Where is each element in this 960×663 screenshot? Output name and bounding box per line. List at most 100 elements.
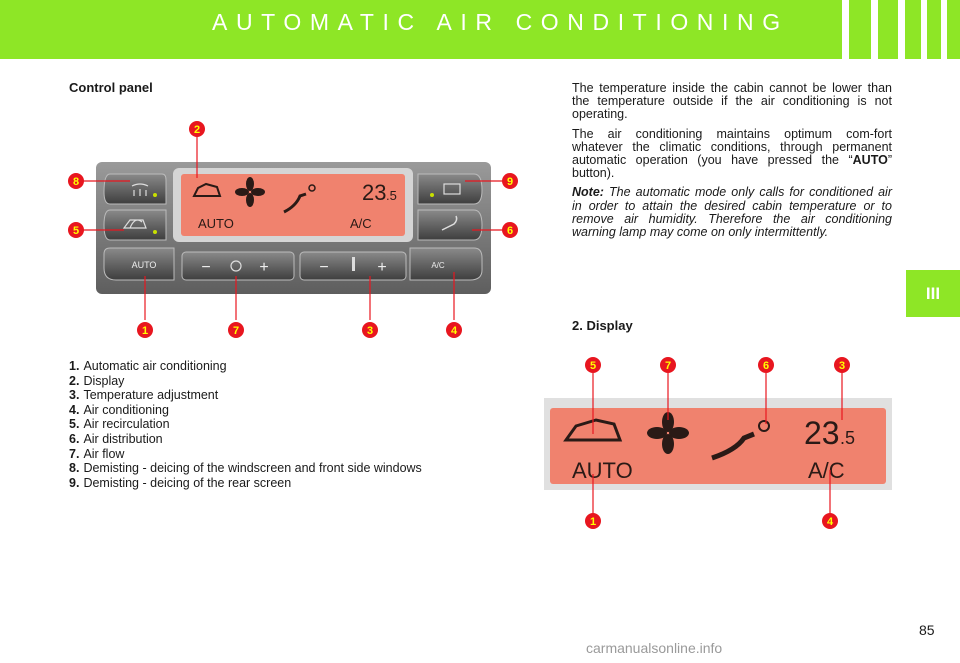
- legend-list: 1.Automatic air conditioning 2.Display 3…: [69, 359, 422, 490]
- legend-item: 1.Automatic air conditioning: [69, 359, 227, 373]
- section-tab[interactable]: III: [906, 270, 960, 317]
- lcd-icons: 23 .5 AUTO A/C: [192, 177, 397, 231]
- legend-item: 8.Demisting - deicing of the windscreen …: [69, 461, 422, 476]
- seat-icon: [711, 431, 755, 461]
- legend-item: 2.Display: [69, 373, 125, 388]
- auto-button-label: AUTO: [132, 260, 157, 270]
- indicator-lamp: [430, 193, 434, 197]
- svg-text:4: 4: [827, 516, 834, 528]
- air-distribution-icon: [441, 215, 458, 231]
- fan-icon: [235, 177, 265, 207]
- callout-4: 4: [446, 322, 462, 338]
- callout-7: 7: [660, 357, 676, 373]
- display-illustration: 23 .5 AUTO A/C 5 7 6 3 1 4: [544, 357, 892, 529]
- legend-item: 5.Air recirculation: [69, 417, 170, 432]
- fan-speed-rocker[interactable]: − +: [181, 251, 295, 281]
- lcd-auto-label: AUTO: [198, 216, 234, 231]
- svg-text:5: 5: [590, 360, 596, 372]
- callout-1: 1: [585, 513, 601, 529]
- legend-item: 6.Air distribution: [69, 431, 163, 446]
- auto-button[interactable]: AUTO: [103, 247, 175, 281]
- svg-text:9: 9: [507, 176, 513, 188]
- callout-3: 3: [834, 357, 850, 373]
- temperature-rocker[interactable]: − +: [299, 251, 407, 281]
- callout-2: 2: [189, 121, 205, 137]
- page-header-band: AUTOMATIC AIR CONDITIONING: [0, 0, 960, 59]
- indicator-lamp: [153, 193, 157, 197]
- legend-item: 4.Air conditioning: [69, 402, 169, 417]
- callout-3: 3: [362, 322, 378, 338]
- callout-8: 8: [68, 173, 84, 189]
- svg-text:4: 4: [451, 325, 458, 337]
- svg-text:8: 8: [73, 176, 79, 188]
- legend-item: 3.Temperature adjustment: [69, 388, 219, 403]
- minus-icon: −: [319, 259, 328, 276]
- occupant-head-icon: [758, 420, 770, 432]
- rear-demist-icon: [443, 183, 461, 195]
- header-stripe: [898, 0, 905, 59]
- svg-text:5: 5: [73, 225, 79, 237]
- control-panel-heading: Control panel: [69, 80, 153, 95]
- display-screen: [550, 408, 886, 484]
- rear-demist-button[interactable]: [417, 173, 483, 205]
- lcd-temperature: 23: [362, 180, 386, 205]
- callout-7: 7: [228, 322, 244, 338]
- header-stripe: [921, 0, 927, 59]
- callout-1: 1: [137, 322, 153, 338]
- seat-icon: [283, 192, 307, 214]
- legend-item: 9.Demisting - deicing of the rear screen: [69, 475, 292, 490]
- fan-icon: [647, 412, 689, 454]
- paragraph: The temperature inside the cabin cannot …: [572, 81, 892, 122]
- recirculation-button[interactable]: [103, 209, 167, 241]
- control-panel-illustration: AUTO A/C − + − + 23 .5 AUTO: [68, 121, 518, 338]
- windscreen-demist-icon: [131, 183, 149, 196]
- page-number: 85: [919, 622, 935, 638]
- svg-text:7: 7: [665, 360, 671, 372]
- note-paragraph: Note: The automatic mode only calls for …: [572, 185, 892, 240]
- lcd-ac-label: A/C: [808, 458, 845, 483]
- plus-icon: +: [259, 259, 268, 276]
- svg-text:7: 7: [233, 325, 239, 337]
- car-recirc-icon: [192, 182, 222, 197]
- leader-lines: [592, 373, 843, 514]
- plus-icon: +: [377, 259, 386, 276]
- windscreen-demist-button[interactable]: [103, 173, 167, 205]
- minus-icon: −: [201, 259, 210, 276]
- callout-9: 9: [502, 173, 518, 189]
- svg-text:6: 6: [507, 225, 513, 237]
- lcd-temperature: 23: [804, 415, 840, 451]
- air-distribution-button[interactable]: [417, 209, 483, 241]
- thermometer-icon: [352, 257, 355, 271]
- header-stripe: [941, 0, 947, 59]
- display-heading: 2. Display: [572, 318, 633, 333]
- lcd-ac-label: A/C: [350, 216, 372, 231]
- page-title: AUTOMATIC AIR CONDITIONING: [212, 9, 789, 35]
- ac-button-label: A/C: [431, 261, 445, 270]
- fan-icon: [230, 260, 242, 272]
- indicator-lamp: [153, 230, 157, 234]
- occupant-head-icon: [308, 184, 316, 192]
- svg-text:1: 1: [590, 516, 596, 528]
- callout-6: 6: [502, 222, 518, 238]
- recirculation-icon: [122, 219, 147, 229]
- lcd-temperature-decimal: .5: [386, 188, 397, 203]
- callout-5: 5: [68, 222, 84, 238]
- header-stripe: [871, 0, 878, 59]
- lcd-auto-label: AUTO: [572, 458, 633, 483]
- callout-4: 4: [822, 513, 838, 529]
- ac-button[interactable]: A/C: [409, 247, 483, 281]
- car-recirc-icon: [563, 418, 623, 442]
- svg-text:2: 2: [194, 124, 200, 136]
- watermark: carmanualsonline.info: [586, 640, 723, 656]
- lcd-temperature-decimal: .5: [840, 428, 855, 448]
- svg-text:3: 3: [367, 325, 373, 337]
- svg-text:3: 3: [839, 360, 845, 372]
- paragraph: The air conditioning maintains optimum c…: [572, 126, 892, 181]
- legend-item: 7.Air flow: [69, 446, 125, 461]
- body-text: The temperature inside the cabin cannot …: [572, 81, 892, 245]
- header-stripe: [842, 0, 849, 59]
- svg-text:6: 6: [763, 360, 769, 372]
- svg-text:1: 1: [142, 325, 148, 337]
- callout-6: 6: [758, 357, 774, 373]
- callout-5: 5: [585, 357, 601, 373]
